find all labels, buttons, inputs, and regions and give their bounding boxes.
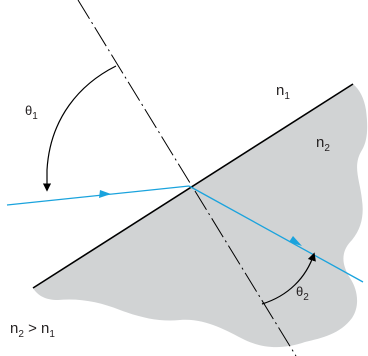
medium-2-region bbox=[33, 84, 368, 348]
incident-ray bbox=[6, 185, 190, 206]
label-medium-2: n2 bbox=[316, 134, 330, 154]
angle-arc-theta-1 bbox=[42, 65, 117, 192]
label-theta-1: θ1 bbox=[25, 103, 38, 122]
incident-arrow-icon bbox=[99, 190, 111, 198]
label-medium-1: n1 bbox=[276, 82, 290, 102]
interface-surface-line bbox=[32, 83, 354, 289]
angle-arc-theta-2 bbox=[261, 252, 316, 305]
normal-line bbox=[77, 0, 297, 356]
label-theta-2: θ2 bbox=[296, 284, 309, 303]
refracted-arrow-icon bbox=[289, 236, 302, 246]
label-index-condition: n2 > n1 bbox=[10, 320, 55, 340]
refracted-ray bbox=[188, 185, 364, 283]
